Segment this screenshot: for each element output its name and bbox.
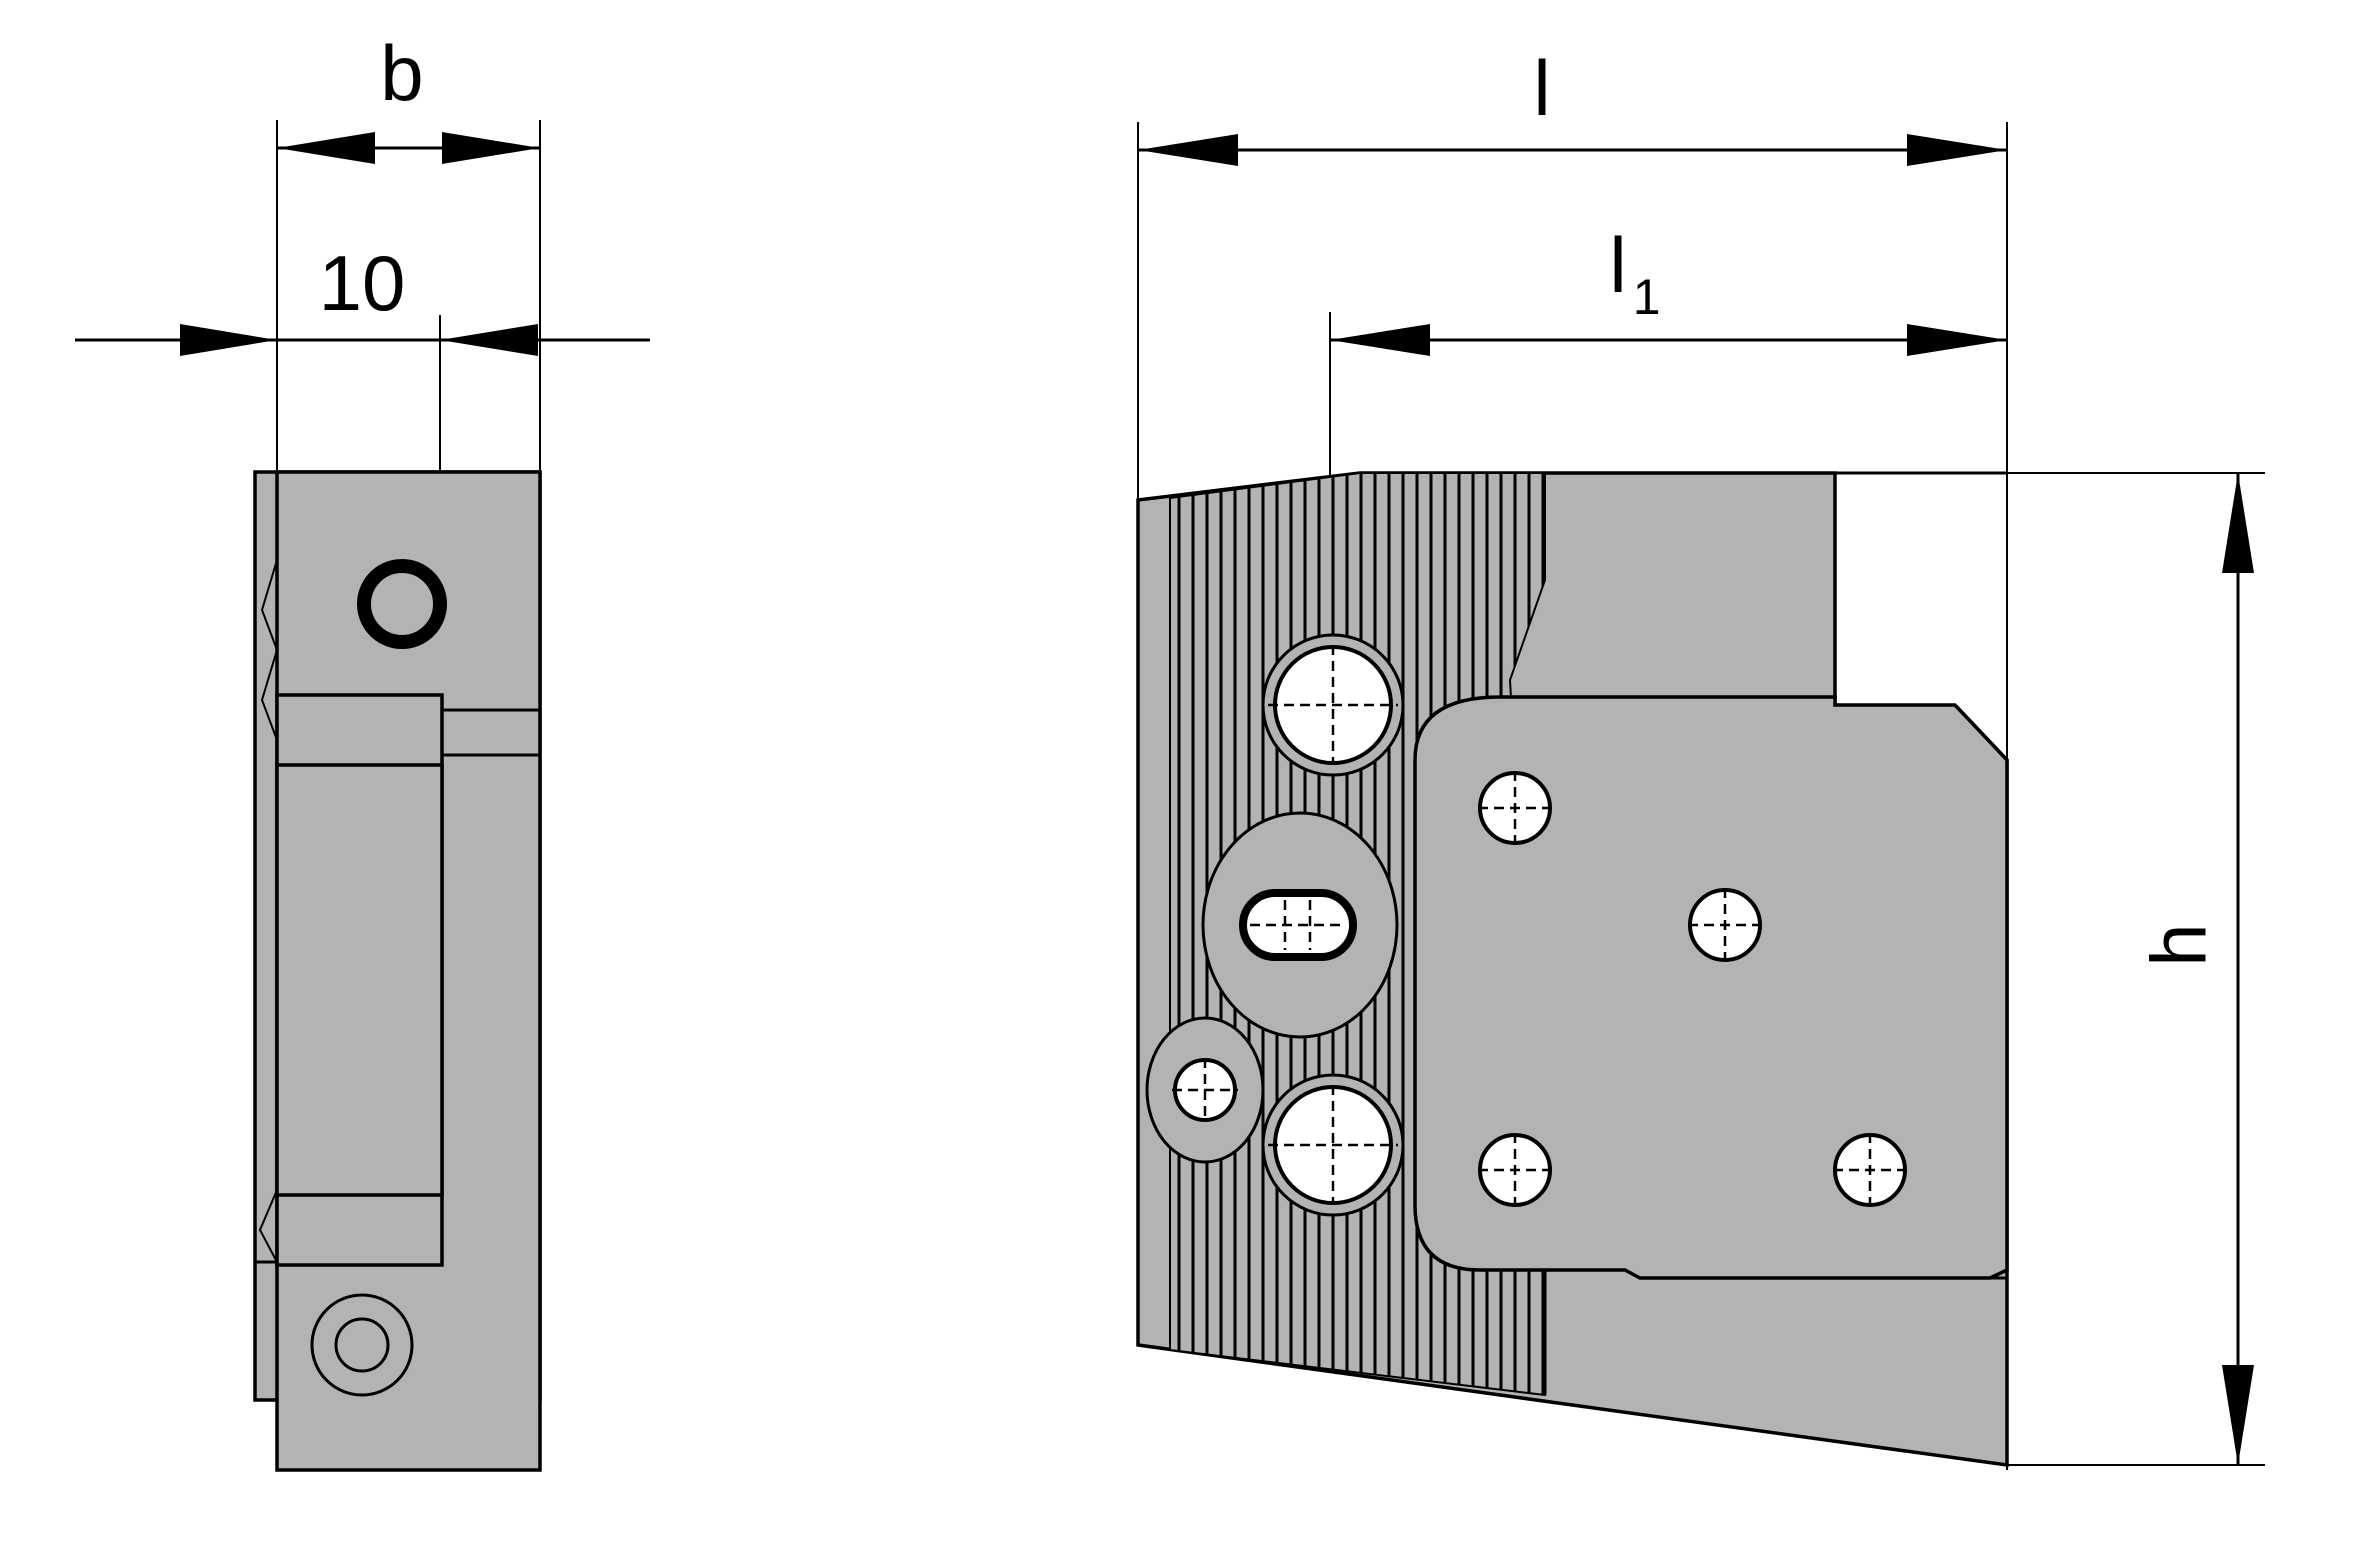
dimension-l-label: l xyxy=(1533,44,1550,132)
small-side-hole-icon xyxy=(1145,1016,1265,1164)
screw-head-icon xyxy=(357,559,447,649)
dimension-l: l xyxy=(1137,44,2008,1470)
screw-icon xyxy=(310,1293,414,1397)
dimension-b-label: b xyxy=(380,29,423,117)
dimension-l1-subscript: 1 xyxy=(1633,269,1661,325)
side-body xyxy=(253,470,542,1472)
large-hole-bottom-icon xyxy=(1261,1073,1405,1217)
plate-screw-3-icon xyxy=(1478,1133,1552,1207)
large-hole-top-icon xyxy=(1261,633,1405,777)
clamp-plate xyxy=(1413,695,2009,1280)
dimension-b: b xyxy=(276,29,541,470)
plate-screw-4-icon xyxy=(1833,1133,1907,1207)
oblong-slot-icon xyxy=(1201,811,1399,1039)
dimension-h-label: h xyxy=(2135,923,2223,966)
side-view: b 10 xyxy=(75,29,650,1472)
dimension-10-label: 10 xyxy=(319,239,406,327)
plate-screw-1-icon xyxy=(1478,771,1552,845)
plate-screw-2-icon xyxy=(1688,888,1762,962)
